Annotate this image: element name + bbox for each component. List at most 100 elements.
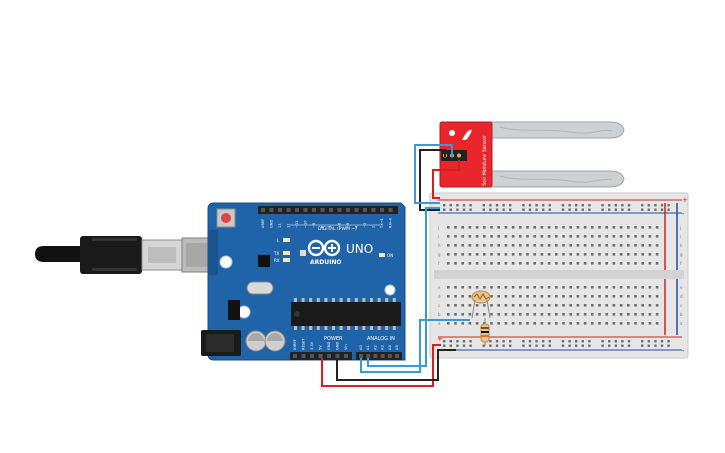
rail-hole[interactable]	[449, 344, 452, 347]
breadboard-hole[interactable]	[511, 295, 515, 298]
breadboard-hole[interactable]	[497, 313, 500, 316]
breadboard-hole[interactable]	[504, 244, 508, 247]
breadboard-hole[interactable]	[562, 253, 565, 256]
breadboard-hole[interactable]	[497, 253, 500, 256]
header-hole[interactable]	[261, 208, 265, 212]
breadboard-hole[interactable]	[511, 262, 515, 265]
breadboard-hole[interactable]	[468, 244, 472, 247]
breadboard-hole[interactable]	[447, 253, 450, 256]
breadboard-hole[interactable]	[562, 322, 565, 325]
sensor-pin-sig[interactable]	[457, 153, 461, 158]
breadboard-hole[interactable]	[627, 253, 630, 256]
rail-hole[interactable]	[535, 344, 538, 347]
breadboard-hole[interactable]	[612, 253, 616, 256]
rail-hole[interactable]	[608, 208, 611, 211]
breadboard-hole[interactable]	[655, 262, 659, 265]
breadboard-hole[interactable]	[591, 235, 594, 238]
breadboard-hole[interactable]	[540, 253, 544, 256]
breadboard-hole[interactable]	[648, 244, 652, 247]
rail-hole[interactable]	[575, 208, 578, 211]
breadboard-hole[interactable]	[576, 244, 580, 247]
breadboard-hole[interactable]	[483, 226, 486, 229]
breadboard-hole[interactable]	[504, 304, 508, 307]
rail-hole[interactable]	[614, 208, 617, 211]
breadboard-hole[interactable]	[648, 226, 652, 229]
header-hole[interactable]	[278, 208, 282, 212]
rail-hole[interactable]	[456, 208, 459, 211]
breadboard-hole[interactable]	[511, 304, 515, 307]
breadboard-hole[interactable]	[454, 262, 457, 265]
breadboard-hole[interactable]	[475, 262, 479, 265]
breadboard-hole[interactable]	[648, 304, 652, 307]
rail-hole[interactable]	[469, 208, 472, 211]
breadboard-hole[interactable]	[526, 253, 529, 256]
rail-hole[interactable]	[449, 208, 452, 211]
breadboard-hole[interactable]	[447, 286, 450, 289]
breadboard-hole[interactable]	[540, 226, 544, 229]
breadboard-hole[interactable]	[490, 226, 493, 229]
breadboard-hole[interactable]	[475, 235, 479, 238]
breadboard-hole[interactable]	[490, 304, 493, 307]
breadboard-hole[interactable]	[483, 253, 486, 256]
breadboard-hole[interactable]	[641, 262, 644, 265]
breadboard-hole[interactable]	[576, 313, 580, 316]
breadboard-hole[interactable]	[504, 226, 508, 229]
breadboard-hole[interactable]	[547, 304, 551, 307]
rail-hole[interactable]	[568, 208, 571, 211]
breadboard-hole[interactable]	[641, 235, 644, 238]
header-hole[interactable]	[344, 354, 348, 358]
rail-hole[interactable]	[449, 340, 452, 343]
breadboard-hole[interactable]	[454, 286, 457, 289]
breadboard-hole[interactable]	[605, 295, 608, 298]
breadboard-hole[interactable]	[576, 262, 580, 265]
breadboard-hole[interactable]	[475, 226, 479, 229]
rail-hole[interactable]	[647, 340, 650, 343]
breadboard-hole[interactable]	[605, 244, 608, 247]
rail-hole[interactable]	[502, 340, 505, 343]
breadboard-hole[interactable]	[504, 313, 508, 316]
rail-hole[interactable]	[522, 344, 525, 347]
rail-hole[interactable]	[462, 344, 466, 347]
rail-hole[interactable]	[561, 208, 565, 211]
header-hole[interactable]	[293, 354, 297, 358]
breadboard-hole[interactable]	[533, 235, 536, 238]
breadboard-hole[interactable]	[555, 313, 558, 316]
rail-hole[interactable]	[535, 208, 538, 211]
rail-hole[interactable]	[660, 340, 664, 343]
rail-hole[interactable]	[660, 204, 664, 207]
breadboard-hole[interactable]	[562, 226, 565, 229]
rail-hole[interactable]	[535, 204, 538, 207]
breadboard-hole[interactable]	[483, 262, 486, 265]
breadboard-hole[interactable]	[569, 286, 572, 289]
rail-hole[interactable]	[601, 344, 604, 347]
header-hole[interactable]	[301, 354, 306, 358]
breadboard-hole[interactable]	[497, 286, 500, 289]
breadboard-hole[interactable]	[619, 253, 623, 256]
rail-hole[interactable]	[627, 204, 631, 207]
breadboard-hole[interactable]	[591, 226, 594, 229]
rail-hole[interactable]	[509, 340, 512, 343]
breadboard-hole[interactable]	[655, 286, 659, 289]
breadboard-hole[interactable]	[605, 286, 608, 289]
breadboard-hole[interactable]	[533, 262, 536, 265]
breadboard-hole[interactable]	[475, 286, 479, 289]
breadboard-hole[interactable]	[461, 295, 464, 298]
wire-black-gnd[interactable]	[336, 349, 456, 381]
rail-hole[interactable]	[542, 208, 545, 211]
rail-hole[interactable]	[621, 344, 624, 347]
breadboard-hole[interactable]	[511, 313, 515, 316]
wire-blue-a1[interactable]	[367, 207, 440, 367]
breadboard-hole[interactable]	[634, 235, 637, 238]
header-hole[interactable]	[335, 354, 340, 358]
breadboard-hole[interactable]	[641, 253, 644, 256]
breadboard-hole[interactable]	[583, 235, 587, 238]
breadboard-hole[interactable]	[447, 226, 450, 229]
breadboard-hole[interactable]	[519, 226, 522, 229]
breadboard-hole[interactable]	[547, 286, 551, 289]
rail-hole[interactable]	[575, 340, 578, 343]
rail-hole[interactable]	[641, 344, 644, 347]
breadboard-hole[interactable]	[547, 322, 551, 325]
breadboard-hole[interactable]	[562, 244, 565, 247]
rail-hole[interactable]	[495, 344, 499, 347]
breadboard-hole[interactable]	[483, 313, 486, 316]
